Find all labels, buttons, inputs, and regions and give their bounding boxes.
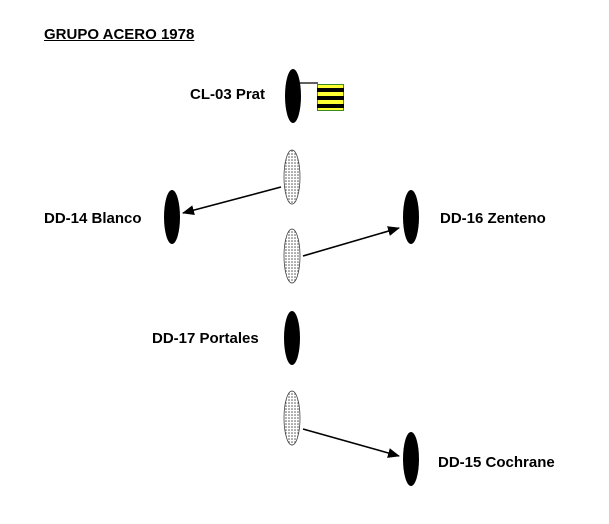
label-portales: DD-17 Portales (152, 330, 259, 347)
label-zenteno: DD-16 Zenteno (440, 210, 546, 227)
command-pennant-icon (300, 82, 344, 111)
former-position-2 (283, 228, 301, 284)
former-position-1 (283, 149, 301, 205)
diagram-title: GRUPO ACERO 1978 (44, 26, 195, 43)
label-cochrane: DD-15 Cochrane (438, 454, 555, 471)
ship-zenteno-hull (403, 190, 419, 244)
ship-blanco-hull (164, 190, 180, 244)
label-blanco: DD-14 Blanco (44, 210, 142, 227)
ship-blanco (164, 190, 180, 244)
label-prat: CL-03 Prat (190, 86, 266, 103)
ship-portales-hull (284, 311, 300, 365)
ship-portales (284, 311, 300, 365)
ship-cochrane-hull (403, 432, 419, 486)
ship-cochrane (403, 432, 419, 486)
arrow-to-blanco (182, 186, 282, 216)
ship-prat (285, 69, 301, 123)
arrow-to-zenteno (302, 226, 400, 257)
ship-prat-hull (285, 69, 301, 123)
arrow-to-cochrane (302, 428, 400, 458)
ship-zenteno (403, 190, 419, 244)
former-position-3 (283, 390, 301, 446)
